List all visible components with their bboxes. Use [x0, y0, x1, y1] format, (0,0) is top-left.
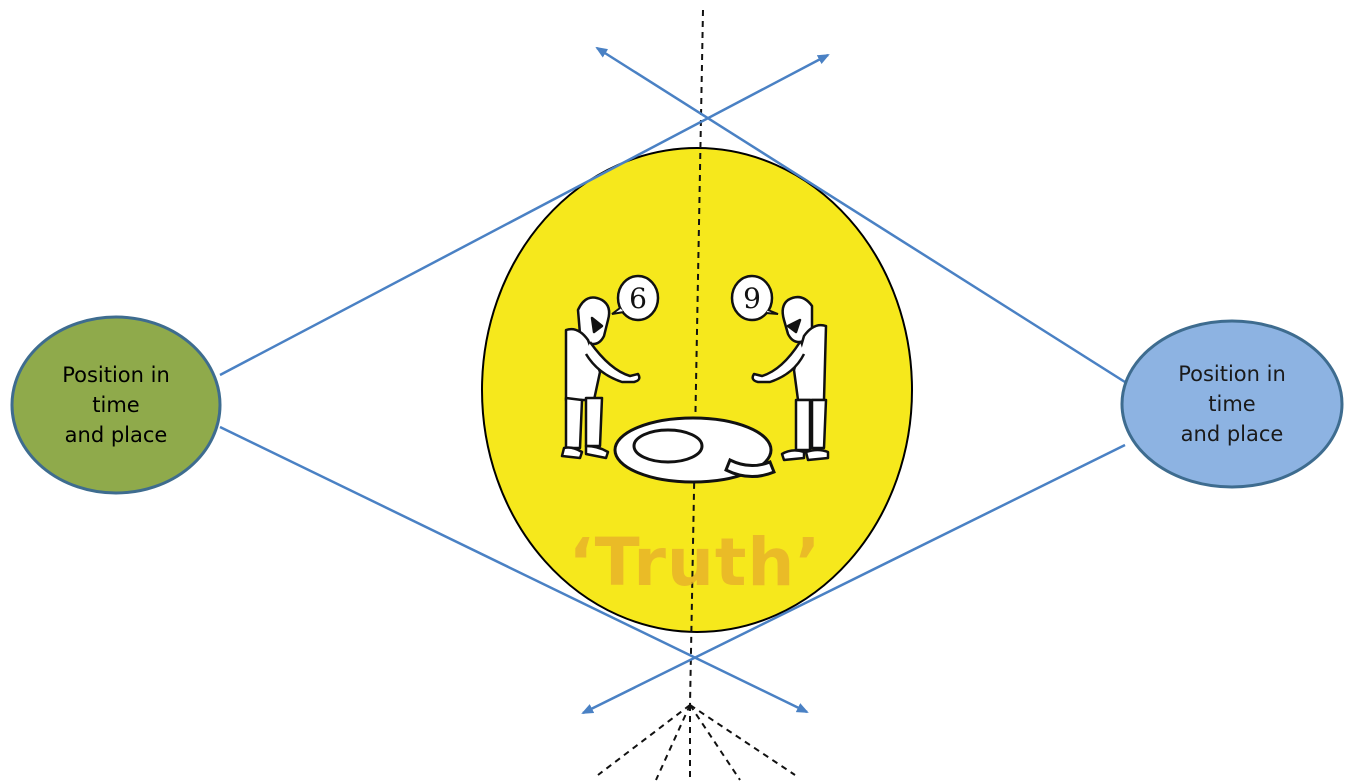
- floor-number: [615, 418, 774, 482]
- cartoon-illustration: 6 9: [548, 270, 848, 490]
- truth-label: ‘Truth’: [515, 524, 875, 601]
- bottom-dashed-fan: [598, 705, 795, 780]
- right-viewpoint-node: [1122, 321, 1342, 487]
- right-bubble-number: 9: [743, 282, 761, 315]
- left-viewpoint-node: [12, 317, 220, 493]
- left-bubble-number: 6: [629, 282, 647, 315]
